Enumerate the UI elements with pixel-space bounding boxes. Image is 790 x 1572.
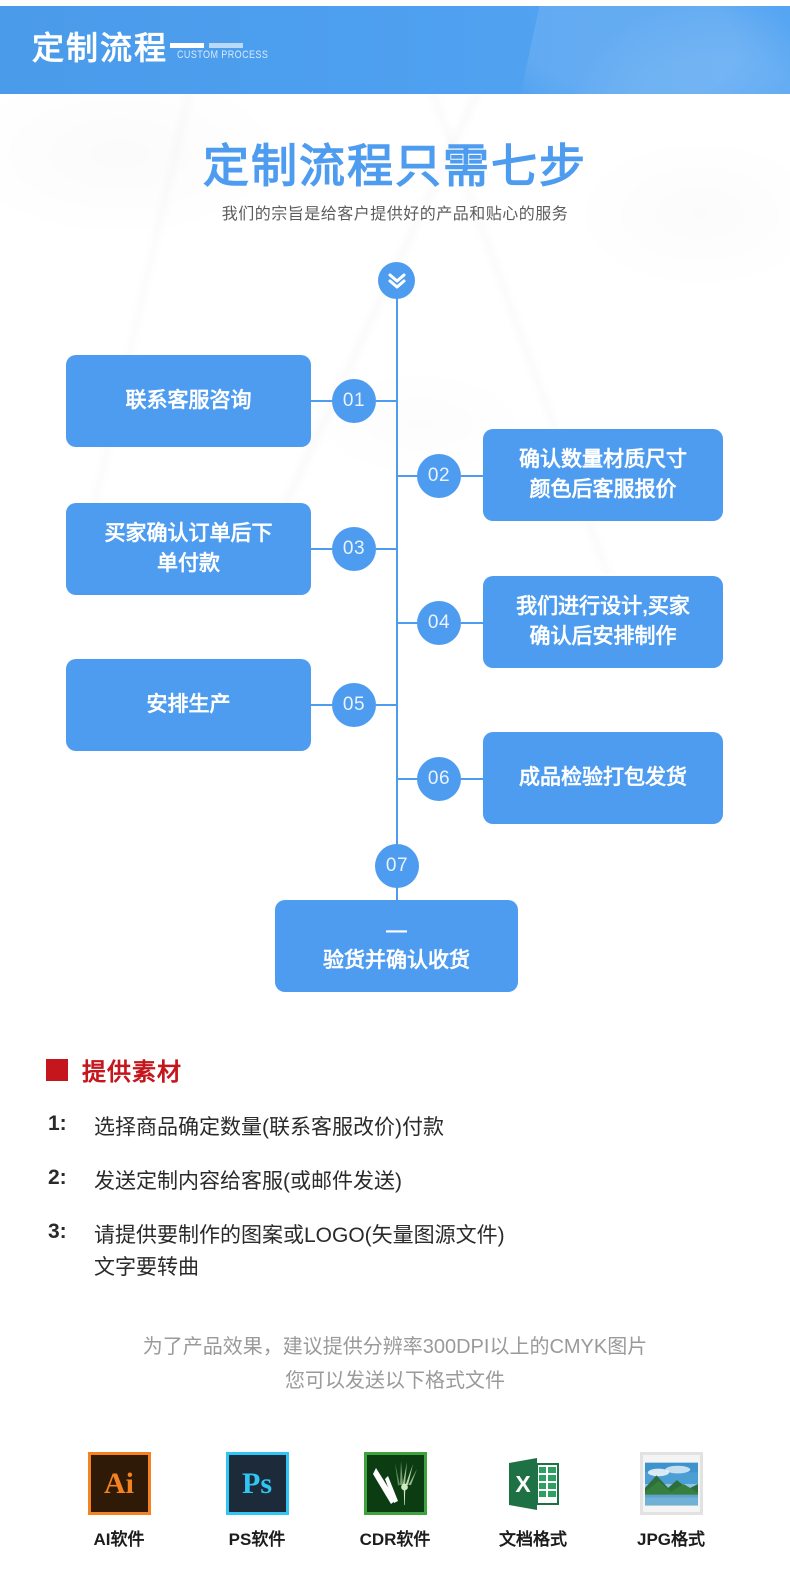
format-item-cdr: CDR软件 — [353, 1452, 438, 1550]
list-item-text-line-2: 文字要转曲 — [94, 1256, 199, 1279]
format-label-ai: AI软件 — [93, 1530, 145, 1549]
banner-rule-decoration — [170, 37, 248, 55]
list-item-text: 请提供要制作的图案或LOGO(矢量图源文件) 文字要转曲 — [94, 1220, 505, 1284]
flow-step-07-text-line-2: 验货并确认收货 — [323, 949, 470, 972]
flow-step-03-number: 03 — [332, 527, 376, 571]
excel-icon: X — [502, 1452, 565, 1515]
excel-icon-glyph: X — [515, 1471, 531, 1497]
flow-step-05-box[interactable]: 安排生产 — [66, 659, 311, 751]
list-item: 1: 选择商品确定数量(联系客服改价)付款 — [48, 1112, 748, 1144]
format-label-cdr: CDR软件 — [359, 1530, 431, 1549]
flow-spine-line — [396, 295, 398, 920]
flow-step-03-connector — [311, 548, 333, 550]
flow-step-04-text-line-2: 确认后安排制作 — [529, 625, 677, 648]
flow-step-02-connector — [461, 475, 483, 477]
flow-step-05-number: 05 — [332, 683, 376, 727]
chevron-double-down-icon — [378, 262, 415, 299]
page-header-banner: 定制流程 CUSTOM PROCESS — [0, 6, 790, 94]
flow-step-06-text: 成品检验打包发货 — [519, 766, 687, 789]
list-item-index: 3: — [48, 1220, 67, 1243]
materials-note-line-1: 为了产品效果，建议提供分辨率300DPI以上的CMYK图片 — [142, 1336, 648, 1358]
flow-step-04-connector-inner — [397, 622, 418, 624]
file-format-list: Ai AI软件 Ps PS软件 — [0, 1452, 790, 1550]
list-item-index: 1: — [48, 1112, 67, 1135]
flow-step-01-box[interactable]: 联系客服咨询 — [66, 355, 311, 447]
flow-step-04-box[interactable]: 我们进行设计,买家 确认后安排制作 — [483, 576, 723, 668]
illustrator-icon-glyph: Ai — [104, 1466, 134, 1500]
flow-step-06-box[interactable]: 成品检验打包发货 — [483, 732, 723, 824]
flow-step-06-connector-inner — [397, 778, 418, 780]
square-bullet-icon — [46, 1058, 68, 1081]
flow-step-04-connector — [461, 622, 483, 624]
list-item-text: 选择商品确定数量(联系客服改价)付款 — [94, 1116, 444, 1139]
format-item-excel: X 文档格式 — [491, 1452, 576, 1550]
flow-step-01-connector-inner — [376, 400, 397, 402]
process-flow-diagram: 联系客服咨询 01 02 确认数量材质尺寸 颜色后客服报价 买家确认订单后下 单… — [0, 255, 790, 1005]
materials-list: 1: 选择商品确定数量(联系客服改价)付款 2: 发送定制内容给客服(或邮件发送… — [48, 1112, 748, 1306]
flow-step-01-number: 01 — [332, 379, 376, 423]
materials-note-line-2: 您可以发送以下格式文件 — [285, 1370, 505, 1392]
flow-step-03-text-line-2: 单付款 — [157, 552, 220, 575]
format-item-ai: Ai AI软件 — [77, 1452, 162, 1550]
materials-section-header: 提供素材 — [46, 1052, 182, 1087]
flow-step-02-connector-inner — [397, 475, 418, 477]
flow-step-02-text-line-1: 确认数量材质尺寸 — [519, 448, 687, 471]
list-item-text: 发送定制内容给客服(或邮件发送) — [94, 1170, 402, 1193]
flow-step-03-box[interactable]: 买家确认订单后下 单付款 — [66, 503, 311, 595]
format-item-jpg: JPG格式 — [629, 1452, 714, 1550]
flow-step-02-number: 02 — [417, 454, 461, 498]
list-item: 2: 发送定制内容给客服(或邮件发送) — [48, 1166, 748, 1198]
banner-title-group: 定制流程 — [32, 28, 248, 68]
flow-step-02-box[interactable]: 确认数量材质尺寸 颜色后客服报价 — [483, 429, 723, 521]
flow-step-01-connector — [311, 400, 333, 402]
banner-decoration — [512, 6, 790, 94]
flow-step-04-text-line-1: 我们进行设计,买家 — [516, 595, 690, 618]
flow-step-05-connector — [311, 704, 333, 706]
format-item-ps: Ps PS软件 — [215, 1452, 300, 1550]
flow-step-04-number: 04 — [417, 601, 461, 645]
photoshop-icon: Ps — [225, 1452, 289, 1515]
format-label-ps: PS软件 — [228, 1530, 286, 1549]
flow-step-07-number: 07 — [375, 844, 419, 888]
page-title: 定制流程只需七步 — [203, 140, 587, 192]
flow-step-03-text-line-1: 买家确认订单后下 — [104, 522, 273, 545]
flow-step-06-number: 06 — [417, 757, 461, 801]
coreldraw-icon — [363, 1452, 427, 1515]
format-label-excel: 文档格式 — [499, 1530, 567, 1549]
flow-step-07-box[interactable]: — 验货并确认收货 — [275, 900, 518, 992]
flow-step-05-text: 安排生产 — [146, 693, 231, 716]
flow-step-07-text-line-1: — — [386, 919, 407, 942]
page-subtitle: 我们的宗旨是给客户提供好的产品和贴心的服务 — [221, 206, 569, 223]
banner-subtitle: CUSTOM PROCESS — [177, 49, 269, 61]
flow-step-05-connector-inner — [376, 704, 397, 706]
list-item-index: 2: — [48, 1166, 67, 1189]
photoshop-icon-glyph: Ps — [242, 1466, 272, 1500]
flow-step-01-text: 联系客服咨询 — [125, 389, 252, 412]
materials-note: 为了产品效果，建议提供分辨率300DPI以上的CMYK图片 您可以发送以下格式文… — [0, 1330, 790, 1398]
jpg-image-icon — [639, 1452, 703, 1515]
materials-section-title: 提供素材 — [82, 1059, 182, 1086]
flow-step-02-text-line-2: 颜色后客服报价 — [529, 478, 677, 501]
flow-step-06-connector — [461, 778, 483, 780]
illustrator-icon: Ai — [87, 1452, 151, 1515]
list-item: 3: 请提供要制作的图案或LOGO(矢量图源文件) 文字要转曲 — [48, 1220, 748, 1284]
format-label-jpg: JPG格式 — [636, 1530, 706, 1549]
banner-title: 定制流程 — [32, 30, 169, 66]
list-item-text-line-1: 请提供要制作的图案或LOGO(矢量图源文件) — [94, 1224, 505, 1247]
flow-step-03-connector-inner — [376, 548, 397, 550]
